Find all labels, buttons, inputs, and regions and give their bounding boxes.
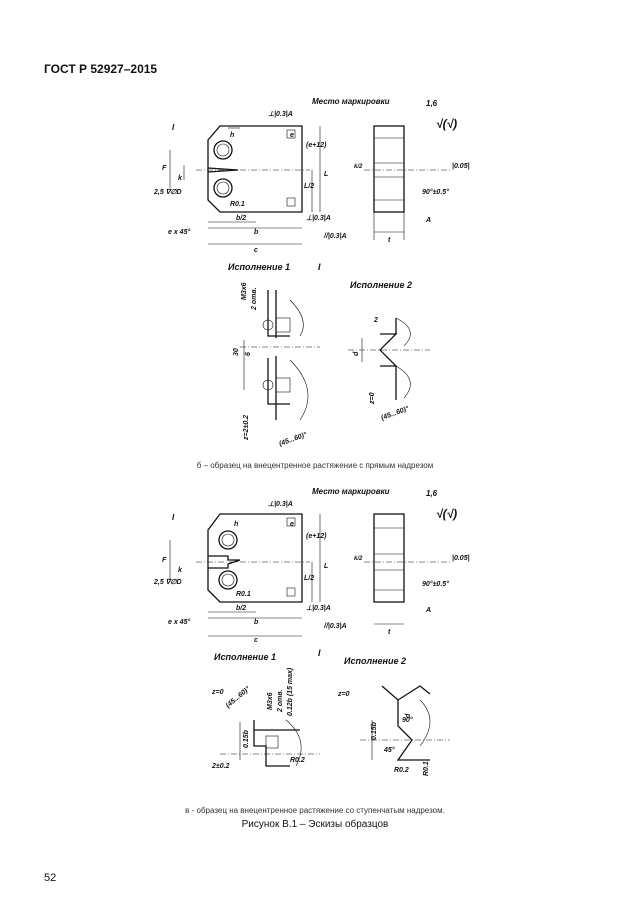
v2-r01-c: R0.1 xyxy=(423,761,430,776)
v2-z0-c: z=0 xyxy=(337,691,350,698)
caption-c: в - образец на внецентренное растяжение … xyxy=(185,806,445,815)
v2-d2-b: 2 xyxy=(373,317,378,324)
dim-L-b: L xyxy=(324,171,328,178)
variant2-label-b: Исполнение 2 xyxy=(350,280,412,290)
dim-e12-c: (e+12) xyxy=(306,533,327,540)
v1-r02-c: R0.2 xyxy=(290,757,305,764)
v1-z-b: z=2±0.2 xyxy=(243,415,250,441)
v1-ang-c: (45...60)° xyxy=(224,685,251,710)
roughness-c: 1,6 xyxy=(426,489,438,498)
dim-k-c: k xyxy=(178,567,183,574)
v1-ang-b: (45...60)° xyxy=(278,430,308,447)
specimen-outline-b xyxy=(207,125,303,213)
dim-b-c: b xyxy=(254,619,259,626)
svg-text:√(√): √(√) xyxy=(436,507,457,521)
v1-holes-b: 2 отв. xyxy=(251,287,258,311)
dim-e-b: e xyxy=(290,132,294,139)
v2-a45-c: 45° xyxy=(383,746,395,754)
v1-m3-b: M3x6 xyxy=(241,282,248,300)
angle-c: 90°±0.5° xyxy=(422,580,449,588)
datum-A-c: A xyxy=(425,607,431,614)
dim-I-c: I xyxy=(172,513,175,522)
variant2-label-c: Исполнение 2 xyxy=(344,656,406,666)
svg-text:√(√): √(√) xyxy=(436,117,457,131)
dim-c-c: c xyxy=(254,637,258,644)
v2-ang-b: (45...60)° xyxy=(380,404,410,421)
drawing-c xyxy=(169,513,450,767)
page-number: 52 xyxy=(44,872,57,884)
tol2-b: ⊥|0.3|A xyxy=(306,214,331,222)
v1-holes-c: 2 отв. xyxy=(277,689,284,713)
tol1-c: ⊥|0.3|A xyxy=(268,500,293,508)
tol3-c: //|0.3|A xyxy=(323,623,347,630)
dim-c-b: c xyxy=(254,247,258,254)
dim-k2-c: k/2 xyxy=(354,556,363,562)
section-I-c: I xyxy=(318,648,321,658)
hole-top-b xyxy=(213,140,233,160)
marking-place-label-b: Место маркировки xyxy=(312,97,390,106)
dim-t-c: t xyxy=(388,629,391,636)
caption-b: б – образец на внецентренное растяжение … xyxy=(196,461,434,470)
dim-chamfer-b: e x 45° xyxy=(168,228,190,236)
dim-b2-b: b/2 xyxy=(236,215,246,222)
datum-A-b: A xyxy=(425,217,431,224)
tol3-b: //|0.3|A xyxy=(323,233,347,240)
dim-h-b: h xyxy=(230,132,234,139)
dim-F-b: F xyxy=(162,165,167,172)
tol4-c: |0.05| xyxy=(452,555,470,562)
dim-D-b: 2,5 ∇∅D xyxy=(153,188,182,196)
document-header: ГОСТ Р 52927–2015 xyxy=(44,62,158,76)
dim-chamfer-c: e x 45° xyxy=(168,618,190,626)
v2-d-c: d xyxy=(405,713,412,718)
v1-d015-c: 0.15b xyxy=(243,729,250,748)
roughness-b: 1,6 xyxy=(426,99,438,108)
v1-d30-b: 30 xyxy=(233,348,240,356)
v1-m3-c: M3x6 xyxy=(267,692,274,710)
hole-bottom-c xyxy=(218,570,238,590)
v2-d015-c: 0.15b xyxy=(371,721,378,740)
figure-title: Рисунок В.1 – Эскизы образцов xyxy=(241,819,389,830)
specimen-outline-c xyxy=(207,513,303,603)
v1-z-c: 2±0.2 xyxy=(211,763,230,770)
tol1-b: ⊥|0.3|A xyxy=(268,110,293,118)
tol4-b: |0.05| xyxy=(452,163,470,170)
v2-z0-b: z=0 xyxy=(369,392,376,405)
section-I-b: I xyxy=(318,262,321,272)
v1-z0-c: z=0 xyxy=(211,689,224,696)
dim-L2-c: L/2 xyxy=(304,575,314,582)
dim-e12-b: (e+12) xyxy=(306,142,327,149)
dim-e-c: e xyxy=(290,521,294,528)
dim-L2-b: L/2 xyxy=(304,183,314,190)
v1-depth-c: 0.12b (15 max) xyxy=(287,667,294,716)
dim-L-c: L xyxy=(324,563,328,570)
angle-b: 90°±0.5° xyxy=(422,188,449,196)
dim-F-c: F xyxy=(162,557,167,564)
dim-b2-c: b/2 xyxy=(236,605,246,612)
dim-k2-b: k/2 xyxy=(354,164,363,170)
v2-a90-c: 90° xyxy=(402,716,413,724)
side-view-c xyxy=(373,513,405,603)
dim-k-b: k xyxy=(178,175,183,182)
dim-I-b: I xyxy=(172,123,175,132)
tol2-c: ⊥|0.3|A xyxy=(306,604,331,612)
dim-r01-b: R0.1 xyxy=(230,201,245,208)
v2-r02-c: R0.2 xyxy=(394,767,409,774)
v1-d6-b: 6 xyxy=(245,352,252,356)
variant1-label-b: Исполнение 1 xyxy=(228,262,290,272)
hole-bottom-b xyxy=(213,178,233,198)
dim-t-b: t xyxy=(388,237,391,244)
side-view-b xyxy=(373,125,405,213)
dim-D-c: 2,5 ∇∅D xyxy=(153,578,182,586)
variant1-label-c: Исполнение 1 xyxy=(214,652,276,662)
v2-d-b: d xyxy=(353,351,360,356)
marking-place-label-c: Место маркировки xyxy=(312,487,390,496)
drawing-b xyxy=(169,125,450,421)
dim-b-b: b xyxy=(254,229,259,236)
dim-r01-c: R0.1 xyxy=(236,591,251,598)
dim-h-c: h xyxy=(234,521,238,528)
hole-top-c xyxy=(218,530,238,550)
